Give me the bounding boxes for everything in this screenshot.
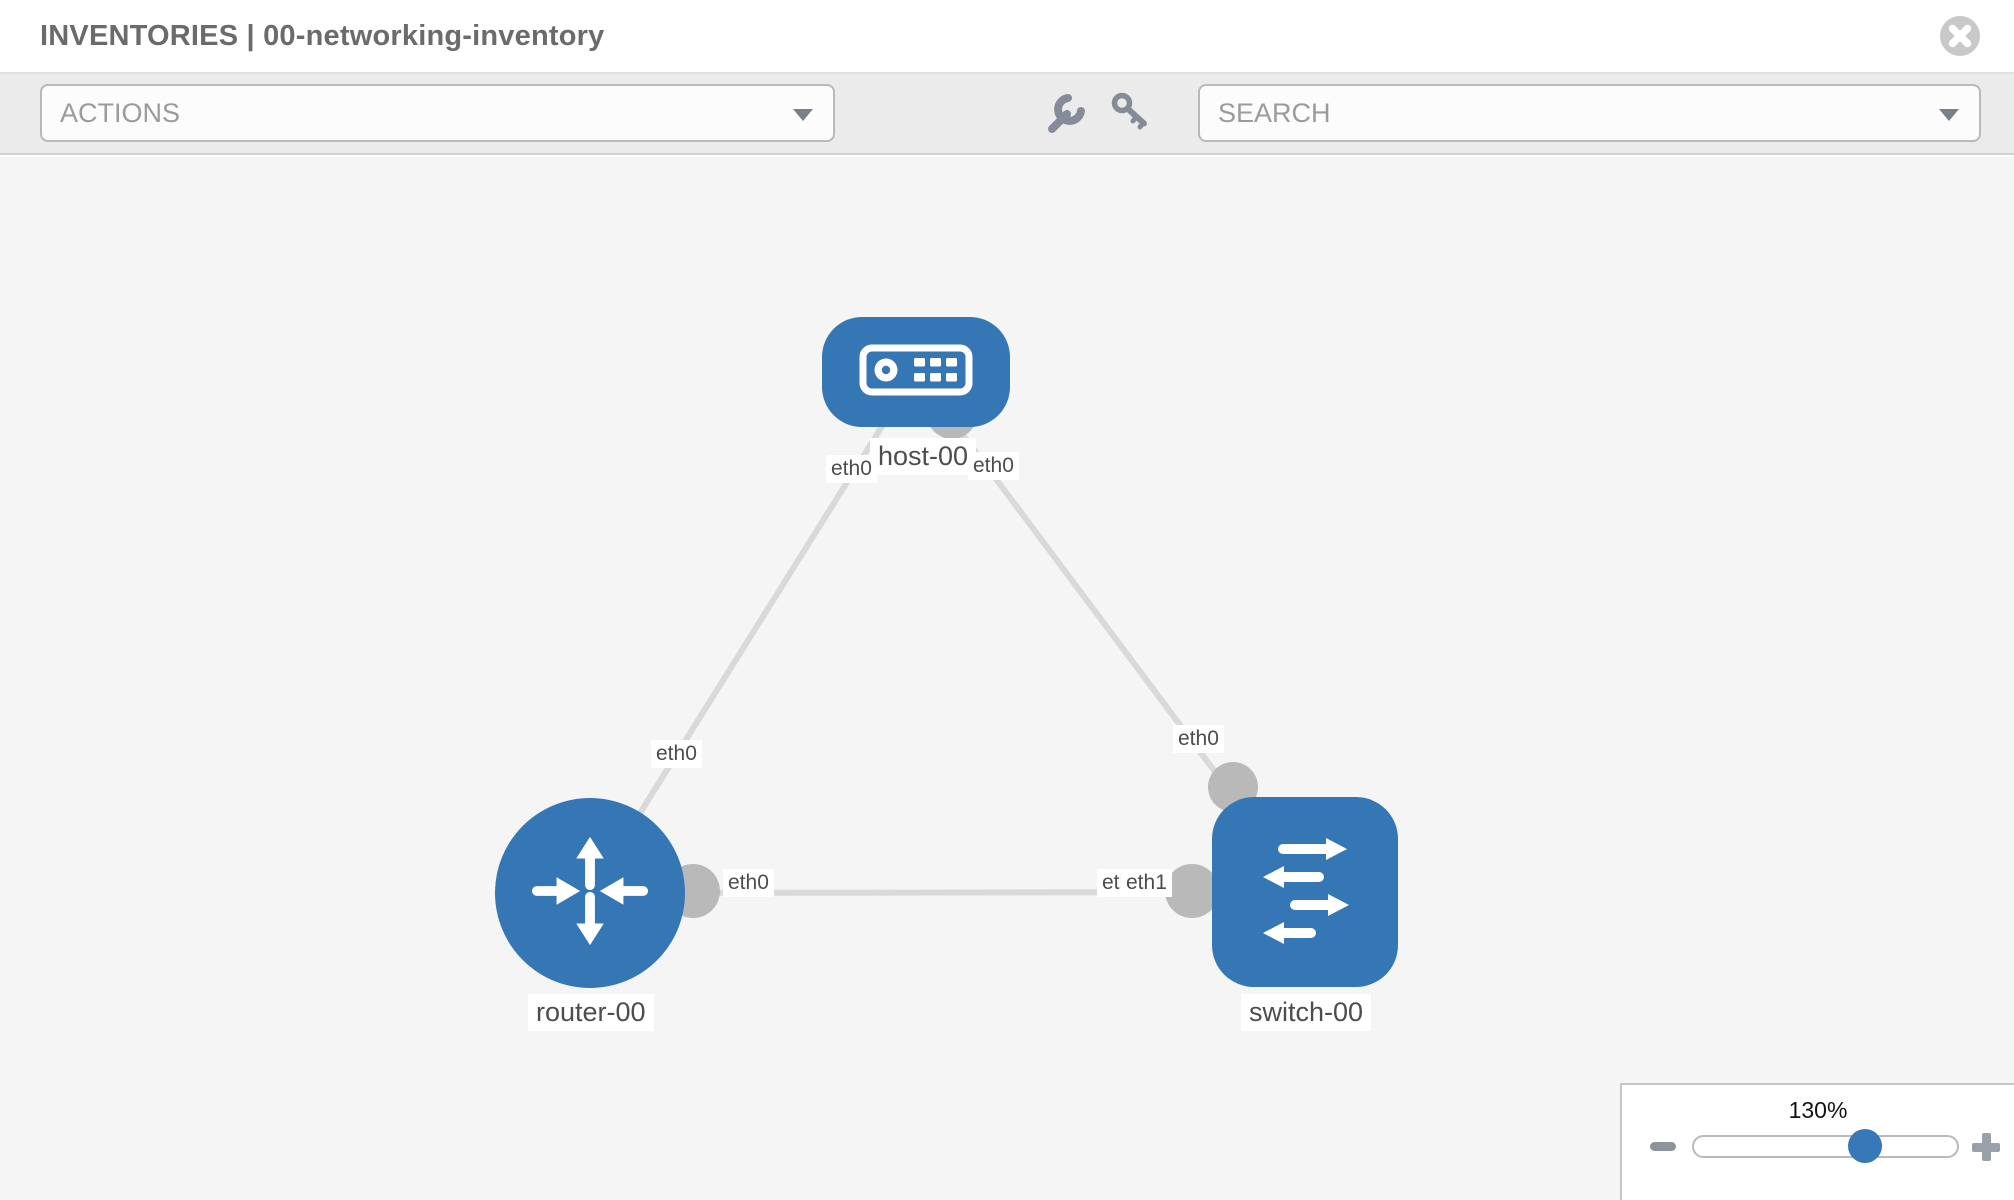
configure-button[interactable]: [1042, 90, 1090, 138]
page-title: INVENTORIES | 00-networking-inventory: [40, 19, 605, 52]
search-dropdown[interactable]: SEARCH: [1198, 84, 1981, 142]
interface-bubble-switch-eth1[interactable]: [1165, 864, 1219, 918]
interface-label-router-from-host: eth0: [651, 740, 702, 768]
node-switch-00[interactable]: [1212, 797, 1398, 987]
key-icon: [1109, 92, 1155, 139]
interface-label-switch-from-host: eth0: [1173, 725, 1224, 753]
zoom-level-value: 130%: [1788, 1097, 1848, 1123]
toolbar: ACTIONS SEARCH: [0, 74, 2014, 155]
zoom-control-panel: 130%: [1620, 1083, 2014, 1200]
actions-dropdown[interactable]: ACTIONS: [40, 84, 835, 142]
host-icon: [858, 343, 974, 402]
wrench-icon: [1044, 93, 1088, 138]
node-label-host-00: host-00: [870, 438, 977, 475]
interface-label-host-to-router: eth0: [826, 455, 877, 483]
close-icon: [1938, 16, 1982, 61]
actions-dropdown-label: ACTIONS: [60, 97, 181, 128]
node-router-00[interactable]: [495, 798, 685, 988]
search-dropdown-label: SEARCH: [1218, 97, 1331, 128]
close-button[interactable]: [1938, 14, 1982, 58]
credentials-button[interactable]: [1108, 90, 1156, 138]
switch-icon: [1230, 814, 1380, 971]
node-host-00[interactable]: [822, 317, 1010, 427]
plus-icon-bar: [1981, 1133, 1991, 1161]
plus-icon[interactable]: [1972, 1133, 2000, 1161]
topology-canvas[interactable]: [0, 157, 2014, 1200]
header: INVENTORIES | 00-networking-inventory: [0, 0, 2014, 74]
router-icon: [531, 832, 649, 955]
chevron-down-icon: [1939, 109, 1959, 121]
node-label-switch-00: switch-00: [1241, 994, 1372, 1031]
node-label-router-00: router-00: [528, 994, 654, 1031]
minus-icon[interactable]: [1650, 1142, 1676, 1151]
zoom-slider[interactable]: [1692, 1135, 1959, 1158]
interface-label-switch-from-router: eth1: [1121, 869, 1172, 897]
interface-label-router-to-switch: eth0: [723, 869, 774, 897]
interface-label-host-to-switch: eth0: [968, 452, 1019, 480]
chevron-down-icon: [793, 109, 813, 121]
zoom-slider-thumb[interactable]: [1848, 1129, 1882, 1163]
